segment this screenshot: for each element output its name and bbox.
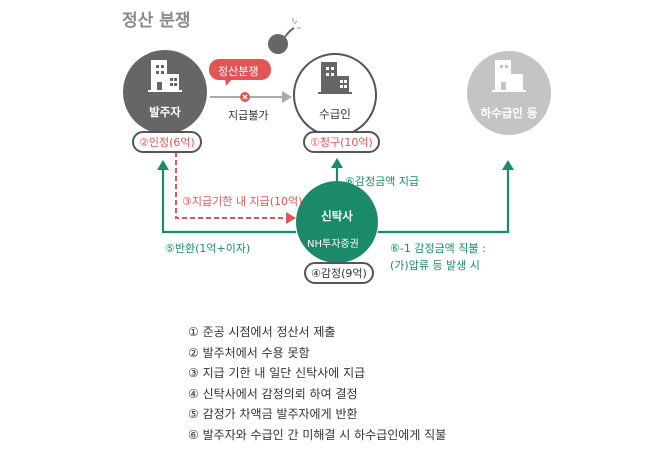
legend-item: ④ 신탁사에서 감정의뢰 하여 결정 — [188, 386, 358, 401]
direct-pay-line2: (가)압류 등 발생 시 — [390, 259, 480, 272]
direct-pay-line1: ⑥-1 감정금액 직불 : — [390, 242, 486, 255]
legend-item: ① 준공 시점에서 정산서 제출 — [188, 325, 336, 339]
building-icon — [492, 60, 526, 92]
contractor-badge: ①청구(10억) — [303, 131, 380, 153]
dispute-bubble-text: 정산분쟁 — [218, 65, 259, 78]
client-circle — [123, 50, 207, 134]
page-title: 정산 분쟁 — [122, 11, 191, 31]
legend-item: ⑥ 발주자와 수급인 간 미해결 시 하수급인에게 직불 — [188, 427, 447, 442]
pay-within-deadline-label: ③지급기한 내 지급(10억) — [182, 195, 303, 208]
legend-item: ② 발주처에서 수용 못함 — [188, 345, 310, 360]
contractor-label: 수급인 — [319, 107, 351, 121]
dispute-bubble — [209, 59, 271, 80]
no-payment-label: 지급불가 — [228, 109, 269, 122]
legend-item: ③ 지급 기한 내 일단 신탁사에 지급 — [188, 366, 366, 380]
trust-label: 신탁사 — [321, 209, 353, 223]
building-icon — [148, 60, 182, 92]
trust-badge: ④감정(9억) — [304, 262, 374, 284]
bomb-icon — [268, 18, 301, 54]
client-label: 발주자 — [149, 105, 181, 119]
subcontractor-circle — [467, 51, 551, 135]
trust-sublabel: NH투자증권 — [307, 239, 359, 250]
client-badge: ②인정(6억) — [132, 131, 202, 153]
refund-label: ⑤반환(1억+이자) — [165, 242, 251, 255]
subcontractor-label: 하수급인 등 — [480, 106, 538, 120]
legend-list: ① 준공 시점에서 정산서 제출 ② 발주처에서 수용 못함 ③ 지급 기한 내… — [188, 322, 446, 445]
trust-circle — [296, 181, 378, 263]
legend-item: ⑤ 감정가 차액금 발주자에게 반환 — [188, 407, 358, 421]
building-icon — [318, 62, 352, 94]
pay-appraised-label: ⑥감정금액 지급 — [345, 175, 420, 188]
